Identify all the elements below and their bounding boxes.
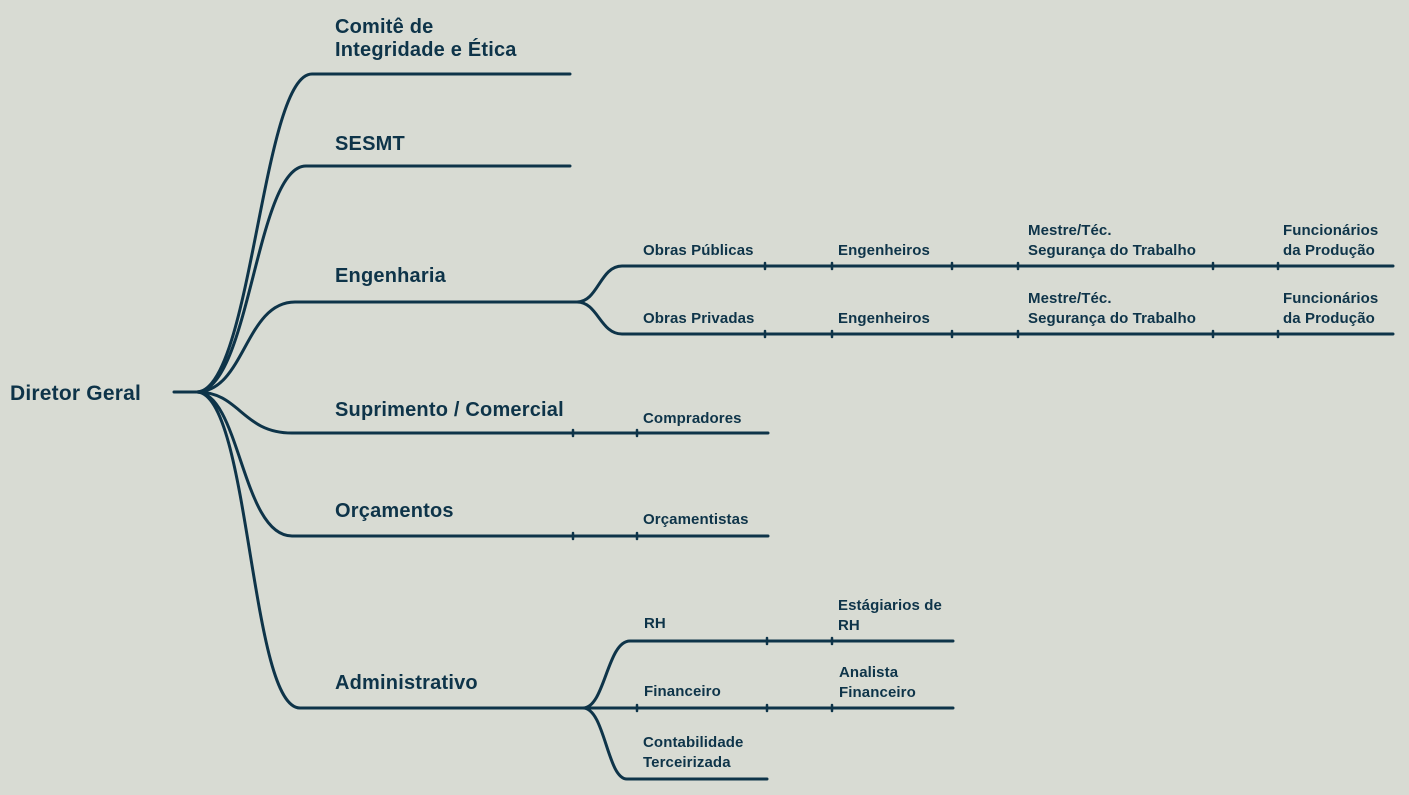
- node-orcamentos-label: Orçamentos: [335, 500, 454, 522]
- node-suprimento-comercial: Suprimento / Comercial: [335, 399, 564, 422]
- node-administrativo: Administrativo: [335, 672, 478, 695]
- junction-ticks: [571, 261, 1280, 713]
- node-mestre-obras-privadas-label-line1: Mestre/Téc.: [1028, 290, 1112, 307]
- connector-root-comite: [195, 72, 572, 394]
- node-contabilidade-label-line1: Contabilidade: [643, 734, 744, 751]
- node-analista-financeiro: Analista Financeiro: [839, 663, 916, 703]
- node-engenheiros-obras-publicas-label: Engenheiros: [838, 242, 930, 259]
- node-mestre-obras-publicas-label-line1: Mestre/Téc.: [1028, 222, 1112, 239]
- node-diretor-geral-label: Diretor Geral: [10, 382, 141, 405]
- node-estagiarios-de-rh: Estágiarios de RH: [838, 596, 942, 636]
- node-funcionarios-obras-publicas-label-line1: Funcionários: [1283, 222, 1379, 239]
- node-engenheiros-obras-publicas: Engenheiros: [838, 241, 930, 261]
- node-analista-label-line2: Financeiro: [839, 684, 916, 701]
- node-analista-label-line1: Analista: [839, 664, 899, 681]
- node-mestre-tec-seguranca-obras-publicas: Mestre/Téc. Segurança do Trabalho: [1028, 221, 1196, 261]
- node-mestre-obras-privadas-label-line2: Segurança do Trabalho: [1028, 310, 1196, 327]
- node-mestre-tec-seguranca-obras-privadas: Mestre/Téc. Segurança do Trabalho: [1028, 289, 1196, 329]
- connector-root-engenharia: [195, 300, 579, 394]
- node-engenheiros-obras-privadas: Engenheiros: [838, 309, 930, 329]
- connector-root-suprimento: [195, 390, 770, 435]
- node-contabilidade-terceirizada: Contabilidade Terceirizada: [643, 733, 743, 773]
- node-engenheiros-obras-privadas-label: Engenheiros: [838, 310, 930, 327]
- node-comite-label-line1: Comitê de: [335, 16, 434, 38]
- node-diretor-geral: Diretor Geral: [10, 381, 141, 406]
- node-contabilidade-label-line2: Terceirizada: [643, 754, 731, 771]
- node-obras-publicas: Obras Públicas: [643, 241, 754, 261]
- connector-administrativo-contabilidade: [581, 706, 769, 781]
- node-engenharia-label: Engenharia: [335, 265, 446, 287]
- node-orcamentistas: Orçamentistas: [643, 510, 749, 530]
- node-financeiro: Financeiro: [644, 682, 721, 702]
- node-obras-privadas-label: Obras Privadas: [643, 310, 755, 327]
- node-rh: RH: [644, 614, 666, 634]
- node-comite-label-line2: Integridade e Ética: [335, 39, 517, 61]
- node-orcamentistas-label: Orçamentistas: [643, 511, 749, 528]
- node-funcionarios-producao-obras-publicas: Funcionários da Produção: [1283, 221, 1378, 261]
- node-rh-label: RH: [644, 615, 666, 632]
- node-funcionarios-obras-publicas-label-line2: da Produção: [1283, 242, 1375, 259]
- node-sesmt-label: SESMT: [335, 133, 405, 155]
- node-compradores-label: Compradores: [643, 410, 742, 427]
- node-orcamentos: Orçamentos: [335, 500, 454, 523]
- node-sesmt: SESMT: [335, 133, 405, 156]
- node-obras-publicas-label: Obras Públicas: [643, 242, 754, 259]
- connector-root-sesmt: [195, 164, 572, 394]
- node-compradores: Compradores: [643, 409, 742, 429]
- node-suprimento-comercial-label: Suprimento / Comercial: [335, 399, 564, 421]
- connector-root-administrativo: [195, 390, 955, 710]
- node-administrativo-label: Administrativo: [335, 672, 478, 694]
- node-funcionarios-producao-obras-privadas: Funcionários da Produção: [1283, 289, 1378, 329]
- node-mestre-obras-publicas-label-line2: Segurança do Trabalho: [1028, 242, 1196, 259]
- node-comite-integridade-etica: Comitê de Integridade e Ética: [335, 16, 517, 62]
- node-funcionarios-obras-privadas-label-line1: Funcionários: [1283, 290, 1379, 307]
- node-obras-privadas: Obras Privadas: [643, 309, 754, 329]
- node-estagiarios-label-line1: Estágiarios de: [838, 597, 942, 614]
- connector-administrativo-rh: [581, 639, 955, 710]
- node-funcionarios-obras-privadas-label-line2: da Produção: [1283, 310, 1375, 327]
- node-financeiro-label: Financeiro: [644, 683, 721, 700]
- node-engenharia: Engenharia: [335, 265, 446, 288]
- connector-root-orcamentos: [195, 390, 770, 538]
- connector-engenharia-obras-publicas: [575, 264, 1395, 304]
- connector-engenharia-obras-privadas: [575, 300, 1395, 336]
- node-estagiarios-label-line2: RH: [838, 617, 860, 634]
